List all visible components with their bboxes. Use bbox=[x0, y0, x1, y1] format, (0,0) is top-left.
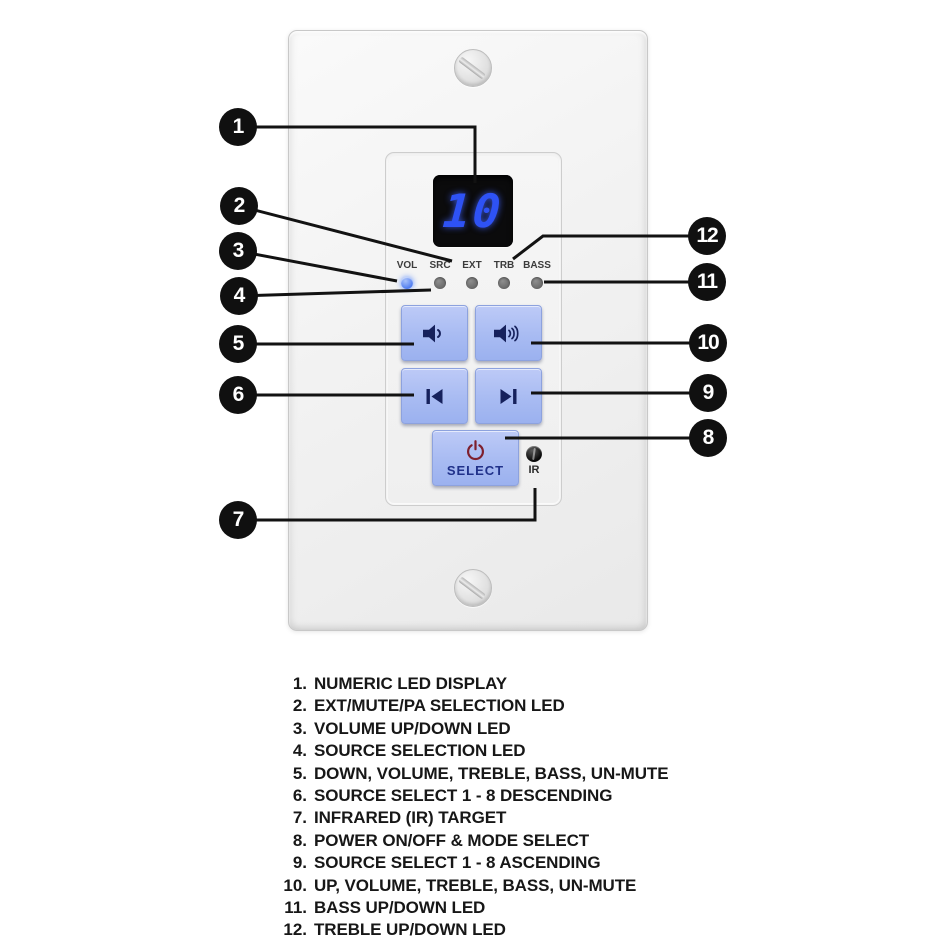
callout-2: 2 bbox=[220, 187, 258, 225]
numeric-led-display: 10 bbox=[433, 175, 513, 247]
legend-item: 1. NUMERIC LED DISPLAY bbox=[266, 673, 668, 695]
power-icon bbox=[464, 439, 487, 462]
callout-6: 6 bbox=[219, 376, 257, 414]
src-led-label: SRC bbox=[429, 260, 451, 271]
legend-item: 4. SOURCE SELECTION LED bbox=[266, 740, 668, 762]
legend-item-text: EXT/MUTE/PA SELECTION LED bbox=[314, 696, 565, 716]
legend-item-text: UP, VOLUME, TREBLE, BASS, UN-MUTE bbox=[314, 875, 637, 895]
source-down-button[interactable] bbox=[401, 368, 468, 424]
callout-7: 7 bbox=[219, 501, 257, 539]
legend-item-text: SOURCE SELECT 1 - 8 DESCENDING bbox=[314, 786, 613, 806]
skip-previous-icon bbox=[423, 387, 446, 406]
bass-led-label: BASS bbox=[523, 260, 551, 271]
trb-led-label: TRB bbox=[493, 260, 515, 271]
legend-item: 5. DOWN, VOLUME, TREBLE, BASS, UN-MUTE bbox=[266, 763, 669, 785]
vol-led-label: VOL bbox=[396, 260, 418, 271]
legend-item: 8. POWER ON/OFF & MODE SELECT bbox=[266, 830, 668, 852]
legend-item-number: 11. bbox=[284, 898, 307, 918]
callout-1: 1 bbox=[219, 108, 257, 146]
callout-5: 5 bbox=[219, 325, 257, 363]
legend-item-number: 8. bbox=[292, 830, 307, 850]
legend-item-number: 10. bbox=[283, 875, 307, 895]
ir-sensor-icon bbox=[526, 446, 542, 462]
vol-led bbox=[401, 277, 413, 289]
ext-led-label: EXT bbox=[462, 260, 482, 271]
legend-item: 6. SOURCE SELECT 1 - 8 DESCENDING bbox=[266, 785, 668, 807]
legend-item-text: NUMERIC LED DISPLAY bbox=[314, 674, 507, 693]
legend-item-number: 3. bbox=[292, 718, 307, 738]
legend-item-number: 2. bbox=[292, 696, 307, 716]
screw-slot bbox=[458, 56, 486, 80]
volume-up-icon bbox=[493, 323, 524, 344]
legend-item: 7. INFRARED (IR) TARGET bbox=[266, 807, 668, 829]
callout-11: 11 bbox=[688, 263, 726, 301]
legend-item-number: 5. bbox=[292, 763, 307, 783]
legend-item: 3. VOLUME UP/DOWN LED bbox=[266, 718, 668, 740]
callout-3: 3 bbox=[219, 232, 257, 270]
src-led bbox=[434, 277, 446, 289]
legend-item-text: POWER ON/OFF & MODE SELECT bbox=[314, 830, 590, 850]
legend-list: 1. NUMERIC LED DISPLAY 2. EXT/MUTE/PA SELE… bbox=[266, 673, 668, 942]
callout-9: 9 bbox=[689, 374, 727, 412]
legend-item-text: TREBLE UP/DOWN LED bbox=[314, 920, 506, 940]
legend-item-text: SOURCE SELECTION LED bbox=[314, 741, 526, 761]
legend-item-text: SOURCE SELECT 1 - 8 ASCENDING bbox=[314, 853, 601, 873]
legend-item-number: 7. bbox=[292, 808, 307, 828]
select-button[interactable]: SELECT bbox=[432, 430, 519, 486]
select-button-label: SELECT bbox=[446, 462, 505, 478]
screw-slot bbox=[458, 576, 486, 600]
volume-up-button[interactable] bbox=[475, 305, 542, 361]
callout-12: 12 bbox=[688, 217, 726, 255]
ext-led bbox=[466, 277, 478, 289]
top-screw-icon bbox=[454, 49, 492, 87]
display-value: 10 bbox=[441, 184, 505, 238]
legend-item: 11. BASS UP/DOWN LED bbox=[266, 897, 668, 919]
callout-8: 8 bbox=[689, 419, 727, 457]
legend-item-number: 12. bbox=[283, 920, 307, 940]
legend-item-number: 6. bbox=[292, 786, 307, 806]
source-up-button[interactable] bbox=[475, 368, 542, 424]
bass-led bbox=[531, 277, 543, 289]
trb-led bbox=[498, 277, 510, 289]
skip-next-icon bbox=[497, 387, 520, 406]
legend-item: 10. UP, VOLUME, TREBLE, BASS, UN-MUTE bbox=[266, 875, 668, 897]
callout-4: 4 bbox=[220, 277, 258, 315]
legend-item: 9. SOURCE SELECT 1 - 8 ASCENDING bbox=[266, 852, 668, 874]
legend-item-text: DOWN, VOLUME, TREBLE, BASS, UN-MUTE bbox=[314, 763, 669, 783]
volume-down-icon bbox=[421, 323, 448, 344]
legend-item-number: 4. bbox=[292, 741, 307, 761]
legend-item: 2. EXT/MUTE/PA SELECTION LED bbox=[266, 695, 668, 717]
legend-item-text: VOLUME UP/DOWN LED bbox=[314, 718, 511, 738]
legend-item-text: INFRARED (IR) TARGET bbox=[314, 808, 507, 828]
legend-item: 12. TREBLE UP/DOWN LED bbox=[266, 919, 668, 941]
ir-label: IR bbox=[528, 464, 540, 476]
legend-item-text: BASS UP/DOWN LED bbox=[314, 898, 486, 918]
legend-item-number: 9. bbox=[292, 853, 307, 873]
callout-10: 10 bbox=[689, 324, 727, 362]
bottom-screw-icon bbox=[454, 569, 492, 607]
volume-down-button[interactable] bbox=[401, 305, 468, 361]
legend-item-number: 1. bbox=[292, 674, 307, 693]
